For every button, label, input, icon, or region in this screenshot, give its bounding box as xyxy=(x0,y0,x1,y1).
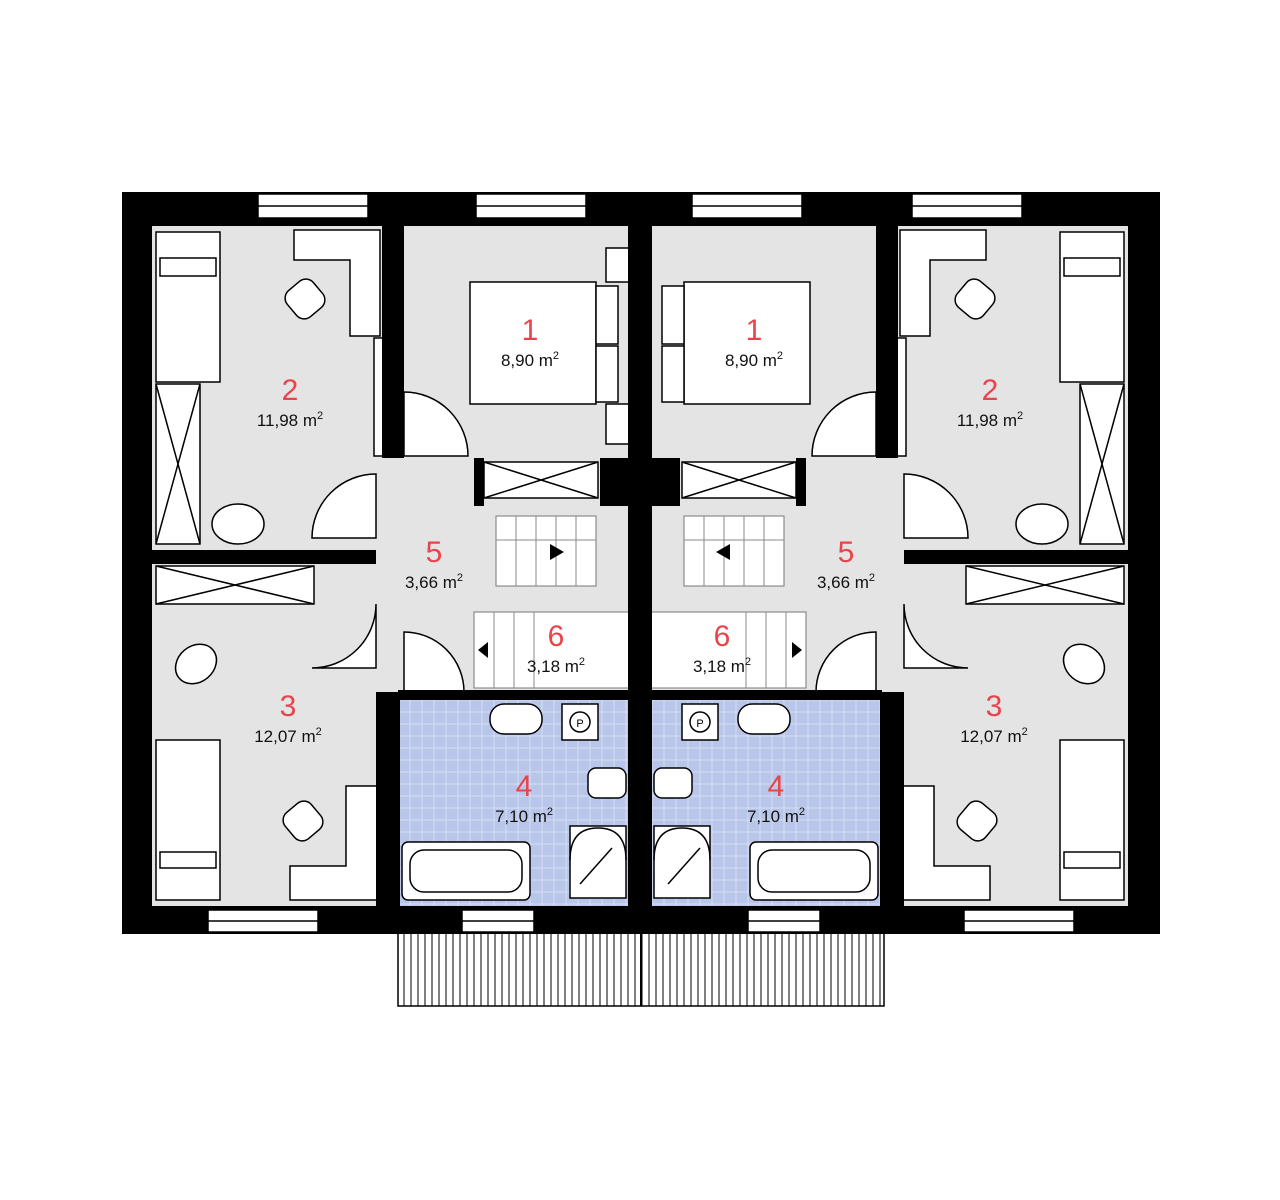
bed xyxy=(155,231,221,383)
room-area: 12,07 m2 xyxy=(960,726,1028,746)
room-area: 8,90 m2 xyxy=(501,350,559,370)
chair-icon xyxy=(954,278,996,320)
armchair xyxy=(1015,503,1069,545)
pillow xyxy=(595,285,619,345)
pillow xyxy=(661,345,685,403)
bed xyxy=(155,739,221,901)
double-bed xyxy=(469,281,597,405)
pillow xyxy=(159,257,217,277)
furniture-right: P xyxy=(653,229,1125,901)
toilet xyxy=(587,767,627,799)
room-number: 1 xyxy=(522,314,539,347)
desk xyxy=(293,229,381,337)
terrace xyxy=(397,931,885,1007)
door xyxy=(903,603,969,669)
room-number: 2 xyxy=(982,374,999,407)
room-number: 4 xyxy=(516,770,533,803)
room-area: 11,98 m2 xyxy=(957,410,1023,430)
room-area: 3,66 m2 xyxy=(405,572,463,592)
room-number: 6 xyxy=(714,620,731,653)
bed xyxy=(1059,739,1125,901)
room-number: 2 xyxy=(282,374,299,407)
armchair xyxy=(174,643,218,685)
room-area: 7,10 m2 xyxy=(747,806,805,826)
chair-icon xyxy=(956,800,998,842)
room-labels: 1 8,90 m2 2 11,98 m2 3 12,07 m2 4 7,10 m2 5 3,66 … xyxy=(254,314,1028,826)
nightstand xyxy=(605,247,631,283)
sink xyxy=(737,703,791,735)
sink xyxy=(489,703,543,735)
room-number: 6 xyxy=(548,620,565,653)
chair-icon xyxy=(282,800,324,842)
pillow xyxy=(661,285,685,345)
interior-walls xyxy=(152,226,1128,906)
room-area: 11,98 m2 xyxy=(257,410,323,430)
room-area: 8,90 m2 xyxy=(725,350,783,370)
stair-arrow-icon xyxy=(478,642,488,658)
bathtub-inner xyxy=(757,849,871,893)
armchair xyxy=(211,503,265,545)
pillow xyxy=(1063,257,1121,277)
door xyxy=(903,473,969,539)
wc-icon xyxy=(569,711,591,733)
room-area: 12,07 m2 xyxy=(254,726,322,746)
armchair xyxy=(1062,643,1106,685)
shower xyxy=(653,825,711,899)
desk xyxy=(899,229,987,337)
room-area: 3,66 m2 xyxy=(817,572,875,592)
pillow xyxy=(595,345,619,403)
room-number: 5 xyxy=(838,536,855,569)
stair-arrow-icon xyxy=(550,544,564,560)
nightstand xyxy=(605,403,631,445)
stair-arrow-icon xyxy=(716,544,730,560)
wc-symbol: P xyxy=(576,718,583,730)
stairs xyxy=(649,515,807,689)
wc-symbol: P xyxy=(696,718,703,730)
room-number: 3 xyxy=(986,690,1003,723)
pillow xyxy=(1063,851,1121,869)
stair-arrow-icon xyxy=(792,642,802,658)
bed xyxy=(1059,231,1125,383)
shower xyxy=(569,825,627,899)
door xyxy=(811,391,877,457)
room-area: 3,18 m2 xyxy=(527,656,585,676)
chair-icon xyxy=(284,278,326,320)
room-area: 7,10 m2 xyxy=(495,806,553,826)
windows xyxy=(207,193,1075,933)
bathtub-inner xyxy=(409,849,523,893)
wc-icon xyxy=(689,711,711,733)
pillow xyxy=(159,851,217,869)
room-number: 5 xyxy=(426,536,443,569)
door xyxy=(403,391,469,457)
doors xyxy=(311,391,969,693)
door xyxy=(311,603,377,669)
room-area: 3,18 m2 xyxy=(693,656,751,676)
room-number: 1 xyxy=(746,314,763,347)
room-number: 3 xyxy=(280,690,297,723)
room-number: 4 xyxy=(768,770,785,803)
toilet xyxy=(653,767,693,799)
door xyxy=(311,473,377,539)
